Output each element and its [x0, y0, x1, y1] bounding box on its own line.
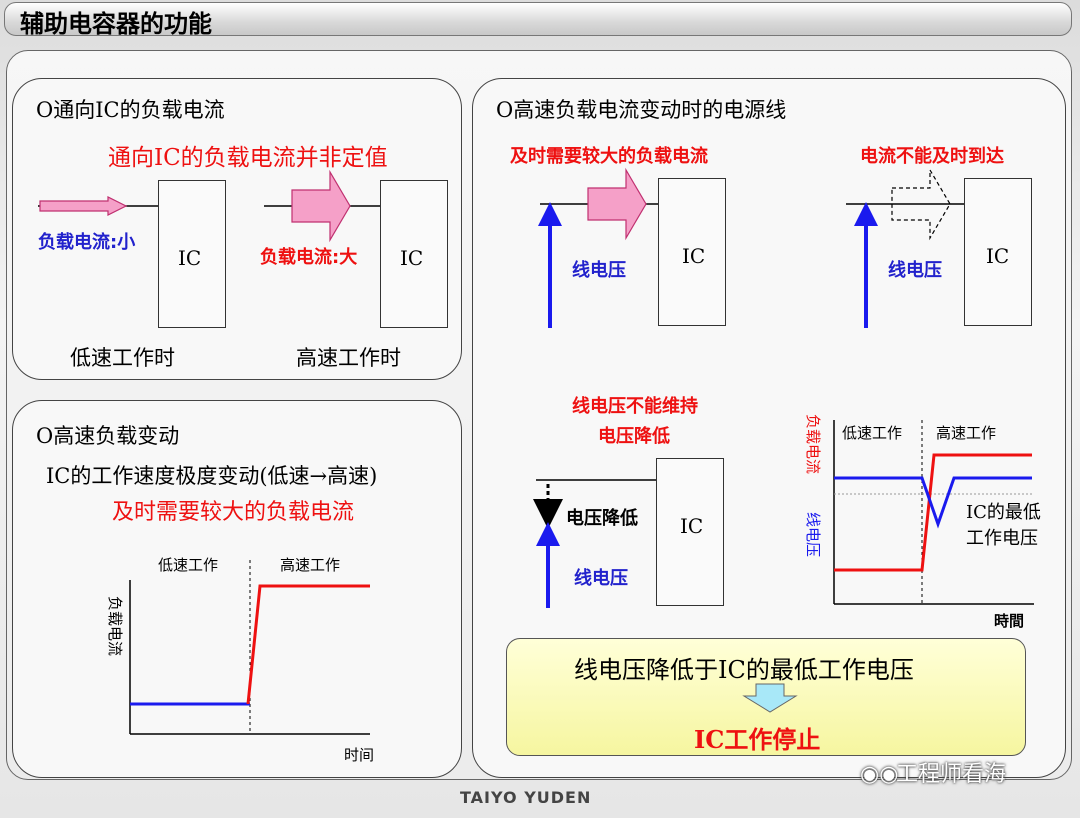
chart2-region-low: 低速工作 — [158, 556, 218, 574]
ic-label-low: IC — [178, 246, 202, 270]
ic-label-p3-left: IC — [682, 244, 706, 268]
ic-box-low-speed — [158, 180, 226, 328]
ic-box-high-speed — [380, 180, 448, 328]
chart3-region-high: 高速工作 — [936, 424, 996, 442]
chart2-ylabel: 负载电流 — [106, 596, 124, 656]
panel-load-change — [12, 400, 462, 778]
conclusion-line2: IC工作停止 — [694, 725, 821, 754]
chart3-red-line — [834, 453, 1032, 572]
chart3-min-label-2: 工作电压 — [966, 528, 1038, 549]
cannot-maintain-line1: 线电压不能维持 — [572, 396, 698, 417]
brand-logo: TAIYO YUDEN — [460, 788, 592, 807]
panel2-line1: IC的工作速度极度变动(低速→高速) — [46, 464, 378, 488]
ic-box-p3-right — [964, 178, 1032, 326]
chart3-min-label-1: IC的最低 — [966, 502, 1041, 523]
ic-box-p3-bottom — [656, 458, 724, 606]
panel2-line2: 及时需要较大的负载电流 — [112, 500, 355, 525]
cannot-maintain-line2: 电压降低 — [598, 426, 670, 447]
small-current-label: 负载电流:小 — [38, 232, 136, 253]
line-voltage-label-1: 线电压 — [572, 260, 626, 281]
ic-label-high: IC — [400, 246, 424, 270]
ic-label-p3-right: IC — [986, 244, 1010, 268]
chart3-time-label: 時間 — [994, 612, 1024, 630]
chart3-load-label: 负载电流 — [804, 414, 822, 474]
voltage-drop-label: 电压降低 — [566, 508, 638, 529]
title-bar — [4, 2, 1072, 36]
chart2-region-high: 高速工作 — [280, 556, 340, 574]
large-current-arrow — [291, 169, 351, 243]
watermark-text: 工程师看海 — [896, 762, 1007, 787]
chart3-voltage-label: 线电压 — [804, 512, 822, 557]
wechat-icon: ◉◉ — [860, 762, 899, 787]
conclusion-line1: 线电压降低于IC的最低工作电压 — [574, 656, 914, 684]
down-arrow-icon — [742, 683, 798, 713]
watermark: ◉◉工程师看海 — [860, 756, 1006, 788]
panel1-heading: O通向IC的负载电流 — [36, 98, 225, 122]
low-speed-caption: 低速工作时 — [70, 346, 175, 370]
small-current-arrow — [39, 196, 128, 216]
chart2-xlabel: 时间 — [344, 746, 374, 764]
large-current-label: 负载电流:大 — [260, 247, 358, 268]
line-voltage-label-3: 线电压 — [574, 568, 628, 589]
high-speed-caption: 高速工作时 — [296, 346, 401, 370]
current-cannot-arrive: 电流不能及时到达 — [860, 146, 1004, 167]
page-title: 辅助电容器的功能 — [20, 10, 212, 38]
ic-box-p3-left — [658, 178, 726, 326]
need-current-arrow — [587, 167, 647, 241]
panel2-heading: O高速负载变动 — [36, 424, 180, 448]
chart3-blue-line — [834, 476, 1032, 529]
need-large-current: 及时需要较大的负载电流 — [510, 146, 708, 167]
missing-current-arrow — [891, 167, 951, 241]
chart2-red-line — [246, 584, 370, 705]
panel3-heading: O高速负载电流变动时的电源线 — [496, 98, 787, 122]
chart3-region-low: 低速工作 — [842, 424, 902, 442]
ic-label-p3-bottom: IC — [680, 514, 704, 538]
line-voltage-label-2: 线电压 — [888, 260, 942, 281]
panel1-subtitle: 通向IC的负载电流并非定值 — [108, 145, 388, 171]
